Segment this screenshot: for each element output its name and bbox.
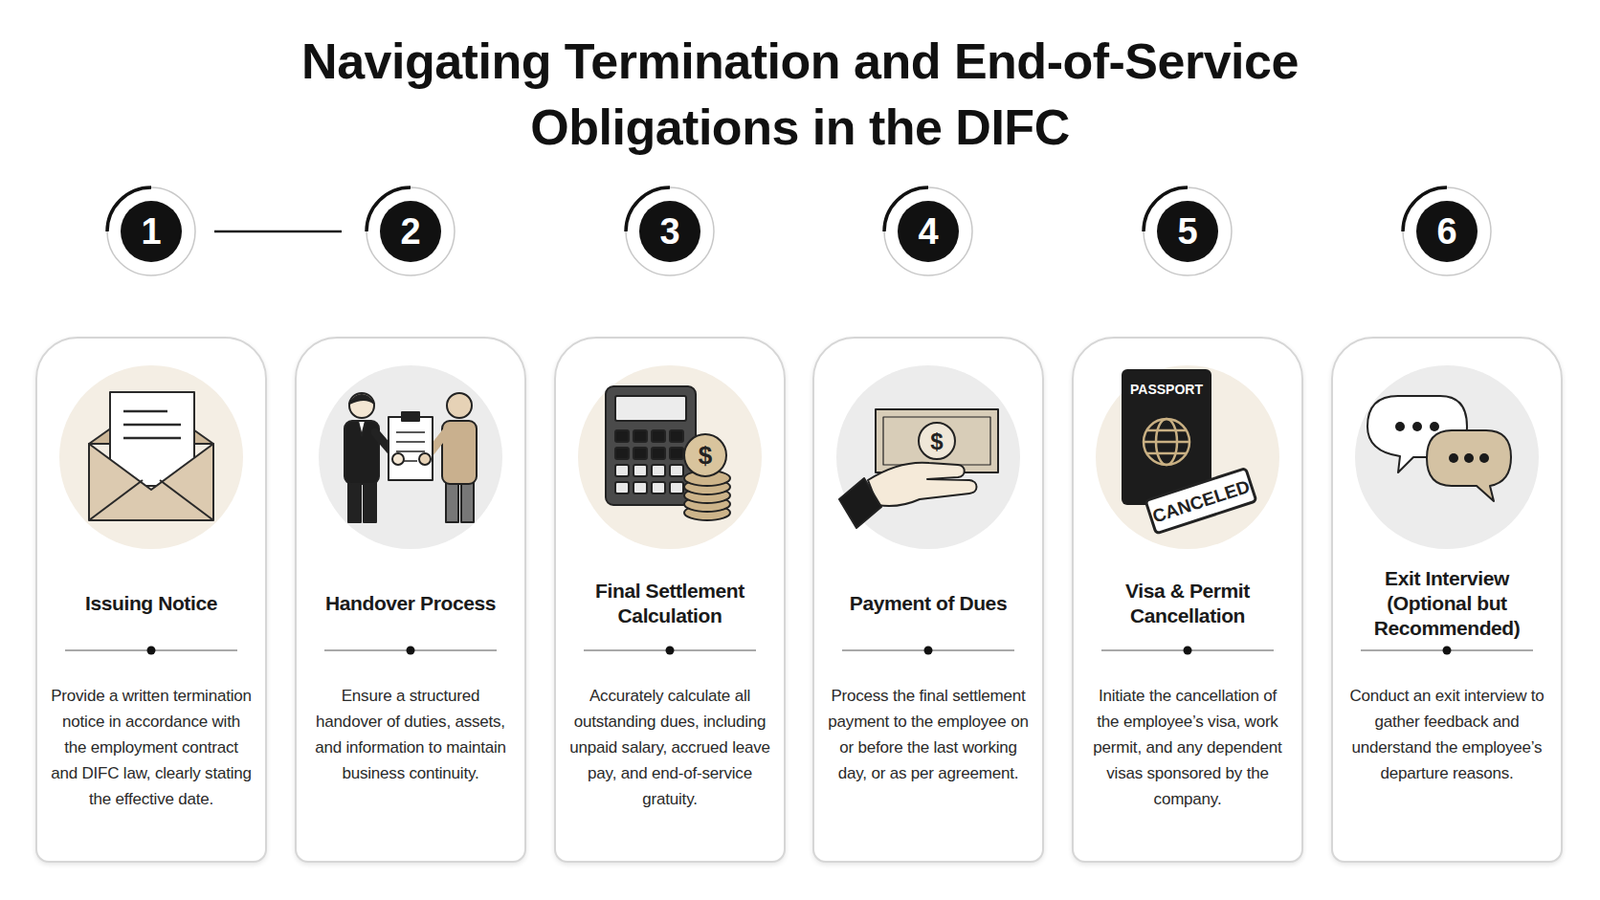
card-heading-area: Exit Interview (Optional but Recommended… <box>1344 563 1550 645</box>
card-dividers <box>65 646 1534 656</box>
card-heading: Issuing Notice <box>85 591 218 617</box>
calculator-icon: $ <box>577 365 762 550</box>
card-heading-area: Issuing Notice <box>48 563 254 645</box>
card-heading-area: Visa & Permit Cancellation <box>1085 563 1290 645</box>
card-heading: Exit Interview (Optional but Recommended… <box>1344 566 1550 642</box>
step-circle: 4 <box>882 185 975 278</box>
step-number: 6 <box>1400 185 1493 278</box>
step-number: 2 <box>364 185 457 278</box>
dollar-sign: $ <box>930 428 944 455</box>
card-heading-area: Handover Process <box>308 563 513 645</box>
card-body-text: Process the final settlement payment to … <box>827 683 1029 787</box>
card-heading-area: Payment of Dues <box>825 563 1031 645</box>
step-card: Final Settlement CalculationAccurately c… <box>554 336 786 864</box>
card-body-text: Ensure a structured handover of duties, … <box>310 683 512 787</box>
step-circle: 3 <box>623 185 716 278</box>
card-heading: Final Settlement Calculation <box>567 578 773 629</box>
card-heading: Payment of Dues <box>849 591 1007 617</box>
payment-icon: $ <box>836 365 1021 550</box>
envelope-icon <box>59 365 244 550</box>
card-heading-area: Final Settlement Calculation <box>567 563 773 645</box>
step-number: 4 <box>882 185 975 278</box>
step-card: Issuing NoticeProvide a written terminat… <box>35 336 267 864</box>
step-number: 1 <box>105 185 198 278</box>
passport-icon: PASSPORT CANCELED <box>1095 365 1280 550</box>
step-card: Visa & Permit CancellationInitiate the c… <box>1071 336 1304 864</box>
card-body-text: Accurately calculate all outstanding due… <box>569 683 771 813</box>
step-circle: 6 <box>1400 185 1493 278</box>
card-body-text: Initiate the cancellation of the employe… <box>1087 683 1289 813</box>
step-number: 3 <box>623 185 716 278</box>
step-card: Handover ProcessEnsure a structured hand… <box>294 336 527 864</box>
passport-label: PASSPORT <box>1130 381 1203 398</box>
card-body-text: Conduct an exit interview to gather feed… <box>1346 683 1548 787</box>
card-heading: Visa & Permit Cancellation <box>1085 578 1290 629</box>
step-card: Payment of DuesProcess the final settlem… <box>812 336 1045 864</box>
canceled-stamp: CANCELED <box>1150 476 1253 528</box>
handover-icon <box>318 365 503 550</box>
speech-bubbles-icon <box>1355 365 1539 550</box>
step-card: Exit Interview (Optional but Recommended… <box>1331 336 1563 864</box>
step-circle: 5 <box>1141 185 1234 278</box>
connector-line <box>214 230 342 234</box>
card-body-text: Provide a written termination notice in … <box>50 683 252 813</box>
step-circle: 2 <box>364 185 457 278</box>
diagram-title: Navigating Termination and End-of-Servic… <box>225 28 1375 161</box>
connector <box>214 231 342 233</box>
step-number: 5 <box>1141 185 1234 278</box>
card-heading: Handover Process <box>325 591 496 617</box>
dollar-sign: $ <box>698 441 713 470</box>
step-circle: 1 <box>105 185 198 278</box>
